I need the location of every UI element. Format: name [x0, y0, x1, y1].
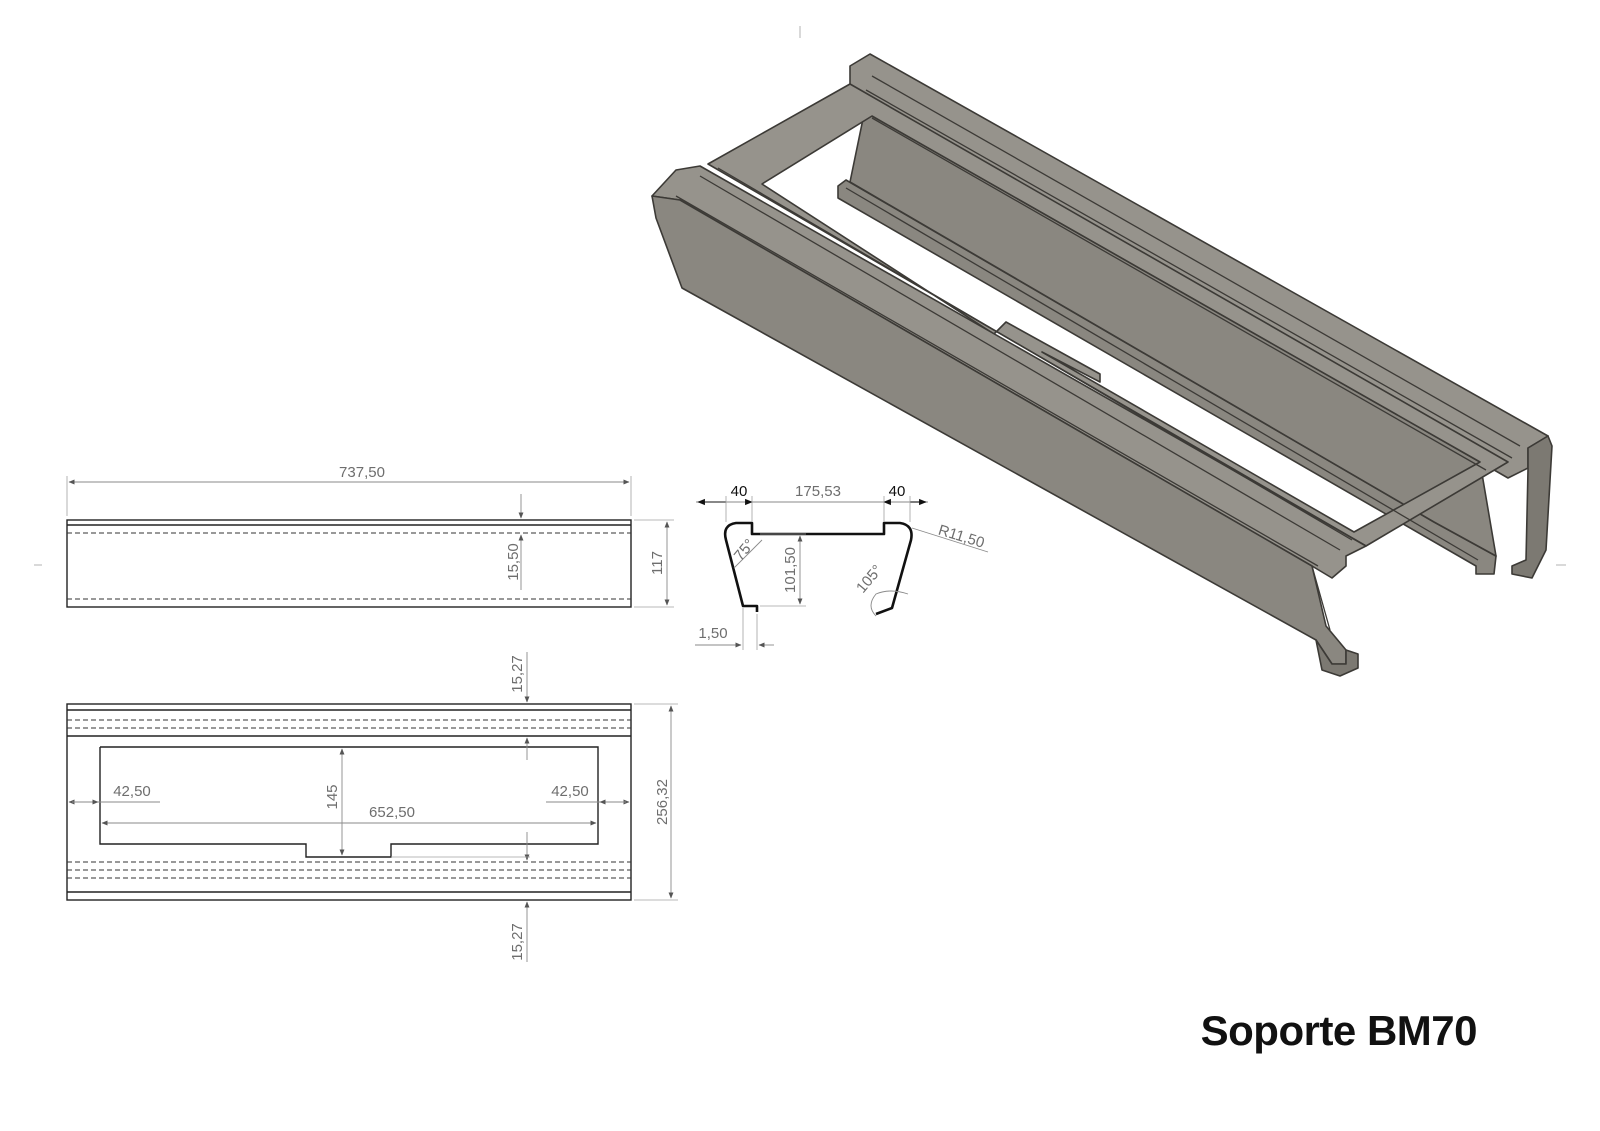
- dim-flange-top: 15,27: [509, 655, 526, 693]
- dim-window-depth: 145: [324, 784, 341, 809]
- drawing-title: Soporte BM70: [1201, 1007, 1477, 1054]
- bottom-view: 256,32 15,27 15,27 145 652,50 42,50 42,5…: [66, 652, 678, 962]
- dim-profile-web: 175,53: [795, 483, 841, 500]
- profile-shape: [723, 521, 913, 616]
- dim-offset-right: 42,50: [551, 783, 589, 800]
- dim-profile-radius: R11,50: [936, 522, 986, 552]
- dim-offset-left: 42,50: [113, 783, 151, 800]
- front-rail-lip: [1315, 639, 1359, 677]
- dim-window-length: 652,50: [369, 804, 415, 821]
- dim-profile-angle-left: 75°: [731, 536, 759, 564]
- top-view: 737,50 117 15,50: [66, 464, 674, 608]
- dim-overall-length: 737,50: [339, 464, 385, 481]
- isometric-view: [651, 53, 1553, 677]
- dim-flange-bottom: 15,27: [509, 923, 526, 961]
- dim-width: 256,32: [654, 779, 671, 825]
- profile-section: 40 175,53 40 R11,50 75° 105° 101,50 1,50: [695, 483, 989, 650]
- dim-profile-thickness: 1,50: [698, 625, 727, 642]
- back-rail-side: [1511, 435, 1553, 579]
- dim-profile-angle-right: 105°: [853, 562, 886, 597]
- dim-profile-depth: 101,50: [782, 547, 799, 593]
- dim-height: 117: [649, 551, 666, 575]
- top-plate: [707, 83, 1509, 547]
- window-cutout: [99, 746, 599, 858]
- dim-profile-flange-right: 40: [889, 483, 906, 500]
- sheet-marks: [34, 26, 1566, 566]
- dim-profile-flange-left: 40: [731, 483, 748, 500]
- dim-flange: 15,50: [505, 543, 522, 581]
